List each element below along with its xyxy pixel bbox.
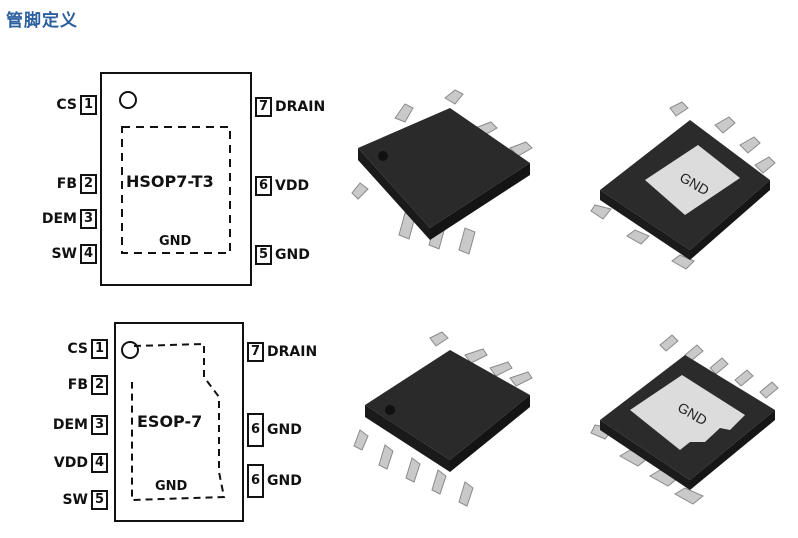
esop-package-name: ESOP-7 (137, 412, 203, 431)
esop-exposed-pad-outline (131, 342, 226, 502)
page-title: 管脚定义 (6, 11, 78, 31)
hsop-exposed-pad-outline (121, 126, 231, 254)
hsop-chip-bottom-render: GND (590, 101, 776, 270)
pin1-marker-icon (121, 341, 139, 359)
esop-chip-bottom-render: GND (590, 334, 779, 505)
esop-pad-label: GND (155, 479, 188, 494)
esop-chip-top-render (353, 331, 533, 507)
hsop-chip-top-render (351, 89, 533, 255)
hsop-package-name: HSOP7-T3 (126, 172, 214, 191)
hsop-pad-label: GND (159, 234, 192, 249)
pin1-marker-icon (119, 91, 137, 109)
